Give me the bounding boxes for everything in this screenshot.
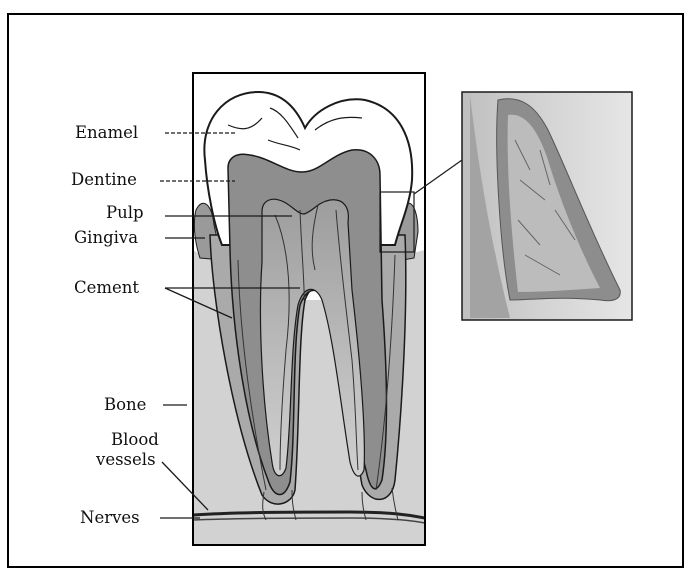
label-gingiva: Gingiva — [74, 230, 138, 247]
label-blood-vessels-line2: vessels — [96, 452, 156, 469]
label-enamel: Enamel — [75, 125, 138, 142]
label-bone: Bone — [104, 397, 146, 414]
label-cement: Cement — [74, 280, 139, 297]
label-nerves: Nerves — [80, 510, 140, 527]
label-pulp: Pulp — [106, 205, 144, 222]
label-dentine: Dentine — [71, 172, 137, 189]
gingiva-micrograph-inset — [462, 92, 632, 320]
label-blood-vessels-line1: Blood — [111, 432, 159, 449]
diagram-panel — [193, 73, 425, 545]
